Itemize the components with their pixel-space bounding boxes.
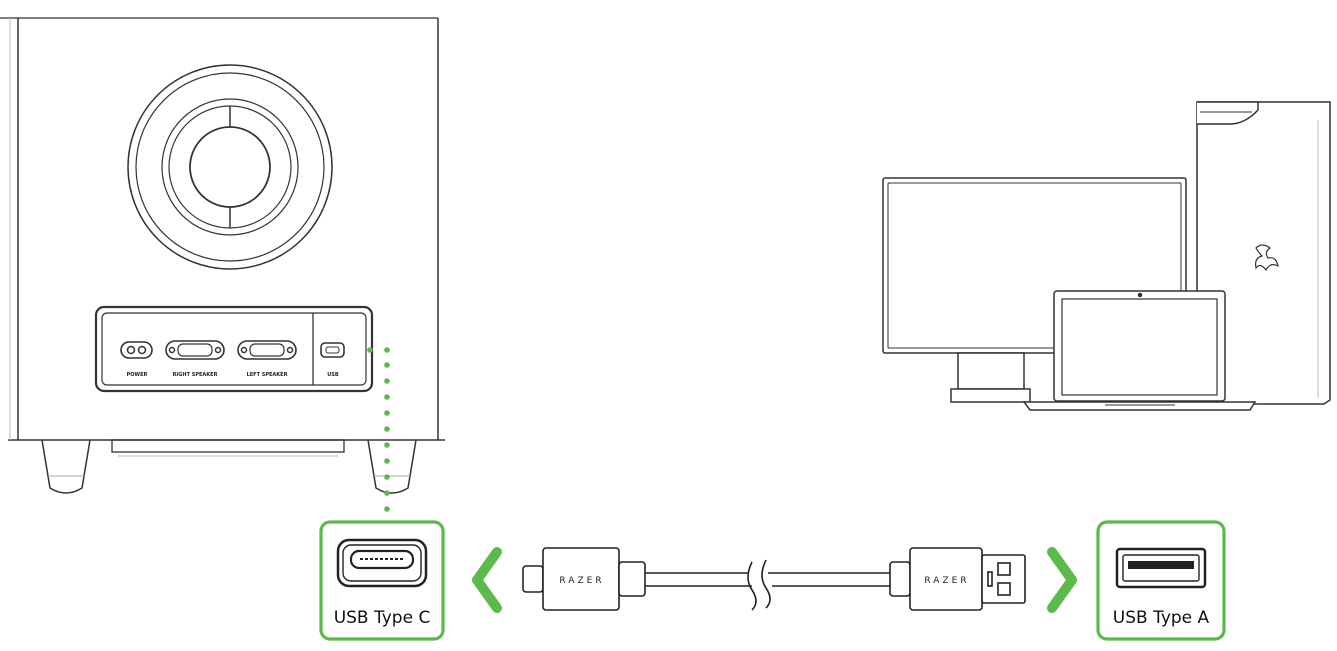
usb-type-a-callout: USB Type A [1096, 520, 1226, 641]
speaker-usb-port [320, 342, 345, 358]
usb-port-label: USB [327, 372, 339, 378]
usb-type-c-label: USB Type C [334, 608, 431, 628]
usb-type-a-port-icon [1115, 547, 1207, 589]
chevron-left-icon [472, 547, 502, 613]
subwoofer: POWER RIGHT SPEAKER LEFT SPEAKER USB [0, 17, 445, 494]
chevron-right-icon [1047, 547, 1077, 613]
woofer-cone [127, 64, 333, 270]
laptop [1022, 290, 1257, 411]
pc-tower [1196, 101, 1331, 405]
usb-cable [522, 547, 1026, 611]
usb-type-a-label: USB Type A [1113, 608, 1210, 628]
cable-left-brand: RAZER [559, 576, 604, 586]
razer-logo-icon [1255, 244, 1279, 272]
left-foot [41, 439, 91, 494]
power-port-label: POWER [127, 372, 148, 378]
usb-type-c-port-icon [336, 538, 428, 588]
monitor [882, 177, 1187, 403]
right-foot [367, 439, 417, 494]
right-speaker-port [165, 340, 225, 360]
left-speaker-port [237, 340, 297, 360]
power-port [120, 341, 153, 359]
connection-dotted-line [367, 347, 390, 512]
left-speaker-port-label: LEFT SPEAKER [247, 372, 288, 378]
right-speaker-port-label: RIGHT SPEAKER [173, 372, 218, 378]
usb-type-c-callout: USB Type C [319, 520, 445, 641]
cable-right-brand: RAZER [924, 576, 969, 586]
connector-panel: POWER RIGHT SPEAKER LEFT SPEAKER USB [94, 305, 374, 393]
